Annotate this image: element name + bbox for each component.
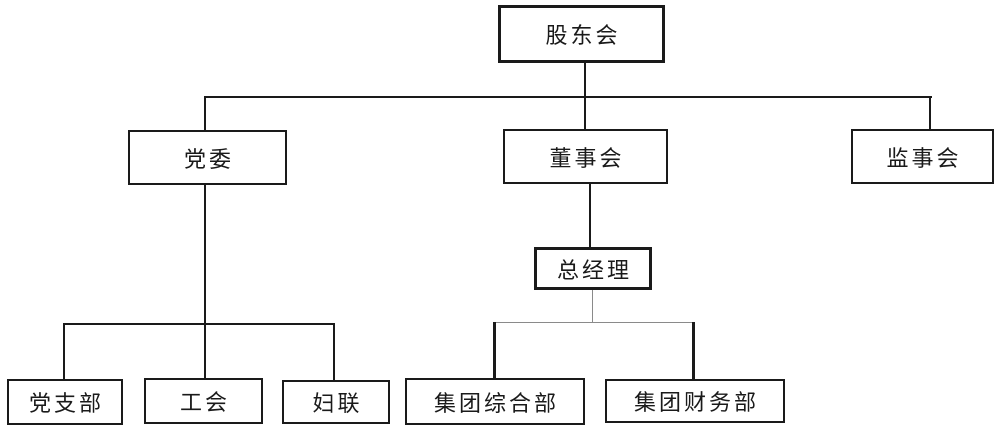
connector-party-rail — [63, 323, 335, 325]
node-general-manager-label: 总经理 — [556, 257, 632, 283]
node-labor-union-label: 工会 — [179, 390, 230, 415]
connector-drop-supervisory-board — [929, 96, 931, 130]
connector-drop-party-committee — [204, 96, 206, 130]
node-group-finance-dept: 集团财务部 — [605, 379, 785, 423]
connector-drop-group-finance — [692, 322, 695, 380]
node-general-manager: 总经理 — [534, 247, 652, 290]
node-party-branch-label: 党支部 — [28, 391, 104, 416]
node-party-branch: 党支部 — [7, 379, 123, 425]
node-party-committee-label: 党委 — [183, 146, 234, 172]
node-supervisory-board: 监事会 — [851, 129, 994, 184]
connector-gm-rail — [495, 322, 694, 323]
connector-party-committee-to-union — [204, 185, 206, 379]
node-shareholders-label: 股东会 — [545, 23, 621, 48]
node-board-of-directors-label: 董事会 — [549, 145, 625, 171]
node-womens-federation-label: 妇联 — [312, 391, 363, 416]
connector-drop-womens-federation — [333, 323, 335, 381]
connector-directors-to-gm — [589, 184, 591, 248]
node-group-general-dept-label: 集团综合部 — [433, 390, 559, 416]
node-labor-union: 工会 — [144, 378, 263, 424]
connector-gm-down — [592, 290, 593, 323]
connector-level1-rail — [204, 96, 932, 98]
node-supervisory-board-label: 监事会 — [886, 145, 962, 171]
node-group-finance-dept-label: 集团财务部 — [633, 390, 759, 415]
node-womens-federation: 妇联 — [282, 380, 390, 424]
connector-drop-party-branch — [63, 323, 65, 380]
node-party-committee: 党委 — [128, 130, 287, 185]
node-group-general-dept: 集团综合部 — [405, 378, 585, 425]
node-board-of-directors: 董事会 — [503, 129, 668, 184]
node-shareholders: 股东会 — [498, 5, 665, 63]
connector-drop-group-general — [493, 322, 496, 379]
